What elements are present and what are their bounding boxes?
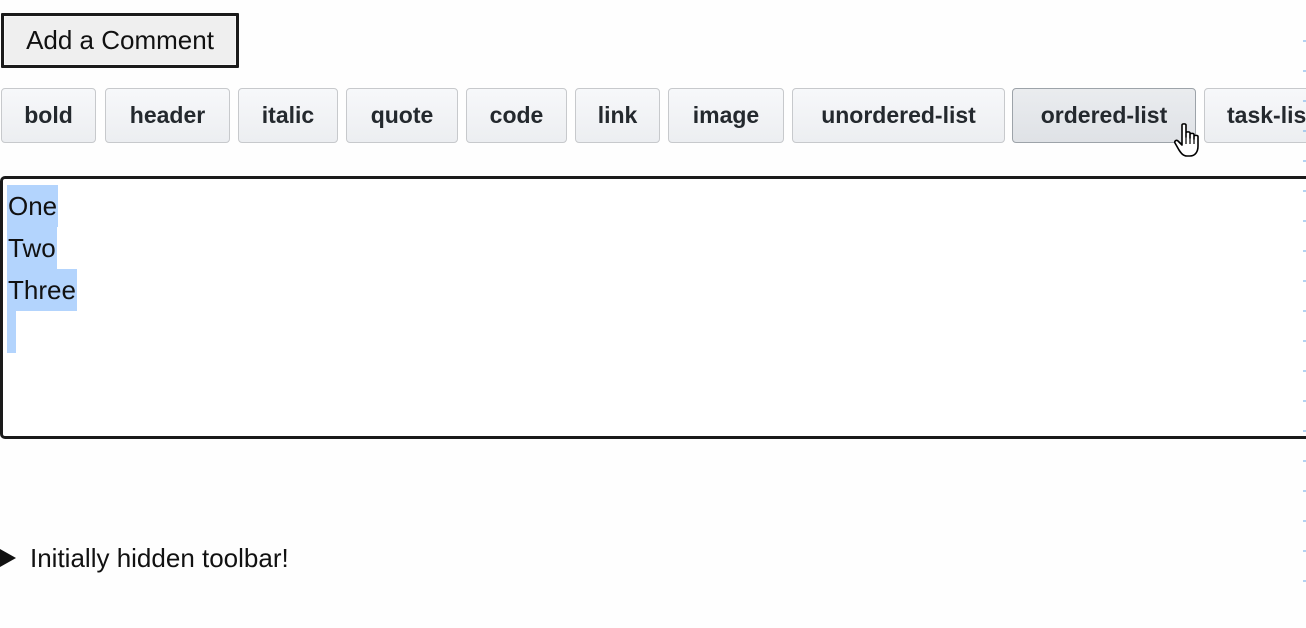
add-comment-button[interactable]: Add a Comment [1,13,239,68]
code-button[interactable]: code [466,88,567,143]
italic-button[interactable]: italic [238,88,338,143]
ordered-list-button[interactable]: ordered-list [1012,88,1196,143]
quote-button[interactable]: quote [346,88,458,143]
hidden-toolbar-disclosure[interactable]: Initially hidden toolbar! [0,541,289,575]
task-list-button[interactable]: task-list [1204,88,1306,143]
selection-highlight [7,311,16,353]
window-edge [1303,40,1306,600]
comment-textarea[interactable]: One Two Three [0,176,1306,439]
triangle-right-icon [0,549,16,567]
text-line-three: Three [7,269,77,311]
disclosure-label: Initially hidden toolbar! [30,542,289,573]
selected-text: One [7,185,59,227]
image-button[interactable]: image [668,88,784,143]
hand-pointer-icon [1173,123,1199,157]
textarea-content: One Two Three [7,185,77,353]
text-line-two: Two [7,227,77,269]
header-button[interactable]: header [105,88,230,143]
markdown-toolbar: bold header italic quote code link image… [0,88,1306,144]
selected-text: Two [7,227,57,269]
text-line-one: One [7,185,77,227]
selected-text: Three [7,269,77,311]
unordered-list-button[interactable]: unordered-list [792,88,1005,143]
link-button[interactable]: link [575,88,660,143]
empty-line [7,311,77,353]
bold-button[interactable]: bold [1,88,96,143]
